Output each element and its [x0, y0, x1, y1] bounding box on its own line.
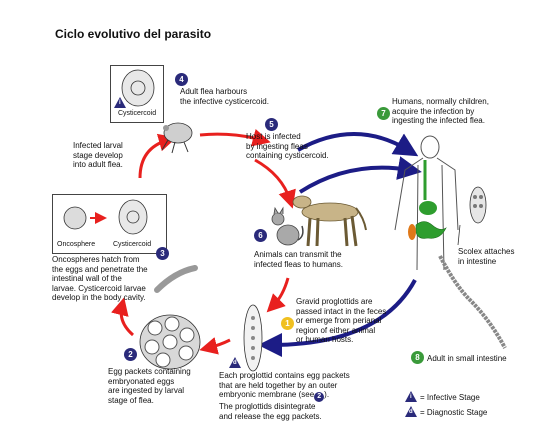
step-5-text: Host is infected by ingesting fleas cont…: [246, 132, 329, 160]
step-7-text: Humans, normally children, acquire the i…: [392, 97, 489, 125]
step-2-text: Egg packets containing embryonated eggs …: [108, 367, 191, 405]
scolex-illustration: [457, 186, 487, 246]
arrow-flea-to-human: [297, 132, 419, 157]
step-4-badge: 4: [175, 73, 188, 86]
step-3-badge: 3: [156, 247, 169, 260]
step-1-text: Gravid proglottids are passed intact in …: [296, 297, 387, 344]
egg-packets-text-part2: ). The proglottids disintegrate and rele…: [219, 390, 330, 421]
flea-larva-illustration: [154, 265, 198, 293]
legend-infective-text: = Infective Stage: [420, 393, 480, 402]
step-6-text: Animals can transmit the infected fleas …: [254, 250, 343, 269]
cysticercoid-label: Cysticercoid: [113, 241, 152, 248]
arrow-animal-to-human: [298, 156, 422, 194]
oncosphere-box: Oncosphere Cysticercoid: [52, 194, 167, 254]
cat-illustration: [271, 206, 304, 246]
step-4-text: Adult flea harbours the infective cystic…: [180, 87, 269, 106]
step-8-badge: 8: [411, 351, 424, 364]
cysticercoid-top-label: Cysticercoid: [118, 110, 157, 117]
human-illustration: [394, 135, 459, 271]
step-6-badge: 6: [254, 229, 267, 242]
egg-packet-illustration: [139, 314, 201, 370]
infective-stage-icon: i: [114, 97, 126, 108]
proglottid-illustration: [243, 304, 263, 372]
legend-diagnostic-text: = Diagnostic Stage: [420, 408, 488, 417]
step-1-badge: 1: [281, 317, 294, 330]
step-2-badge: 2: [124, 348, 137, 361]
step-5-badge: 5: [265, 118, 278, 131]
cysticercoid-box-top: i Cysticercoid: [110, 65, 164, 123]
diagnostic-stage-icon: d: [229, 357, 241, 368]
flea-illustration: [161, 122, 193, 154]
step-7-badge: 7: [377, 107, 390, 120]
diagram-title: Ciclo evolutivo del parasito: [55, 27, 212, 41]
legend-infective-icon: i: [405, 391, 417, 402]
egg-packets-ref-badge: 2: [314, 392, 325, 402]
adult-tapeworm: [438, 255, 507, 349]
oncosphere-cysticercoid-icon: [63, 199, 148, 235]
larval-stage-text: Infected larval stage develop into adult…: [73, 141, 123, 169]
arrow-eggs-to-larva: [111, 297, 135, 337]
step-8-text: Adult in small intestine: [427, 354, 507, 363]
oncosphere-label: Oncosphere: [57, 241, 96, 248]
arrow-larva-to-flea: [138, 133, 177, 179]
egg-packets-text-part1: Each proglottid contains egg packets tha…: [219, 371, 350, 399]
arrow-host-to-animal: [254, 158, 296, 209]
arrow-flea-to-host: [199, 128, 271, 147]
arrow-proglottid-to-eggs: [199, 337, 231, 355]
step-3-text: Oncospheres hatch from the eggs and pene…: [52, 255, 148, 302]
cysticercoid-icon: [121, 69, 155, 107]
dog-illustration: [292, 195, 367, 247]
legend-diagnostic-icon: d: [405, 406, 417, 417]
arrow-human-to-proglottid: [258, 279, 417, 357]
scolex-text: Scolex attaches in intestine: [458, 247, 515, 266]
egg-packets-text: Each proglottid contains egg packets tha…: [219, 371, 350, 421]
arrow-animal-to-proglottid: [266, 277, 290, 313]
